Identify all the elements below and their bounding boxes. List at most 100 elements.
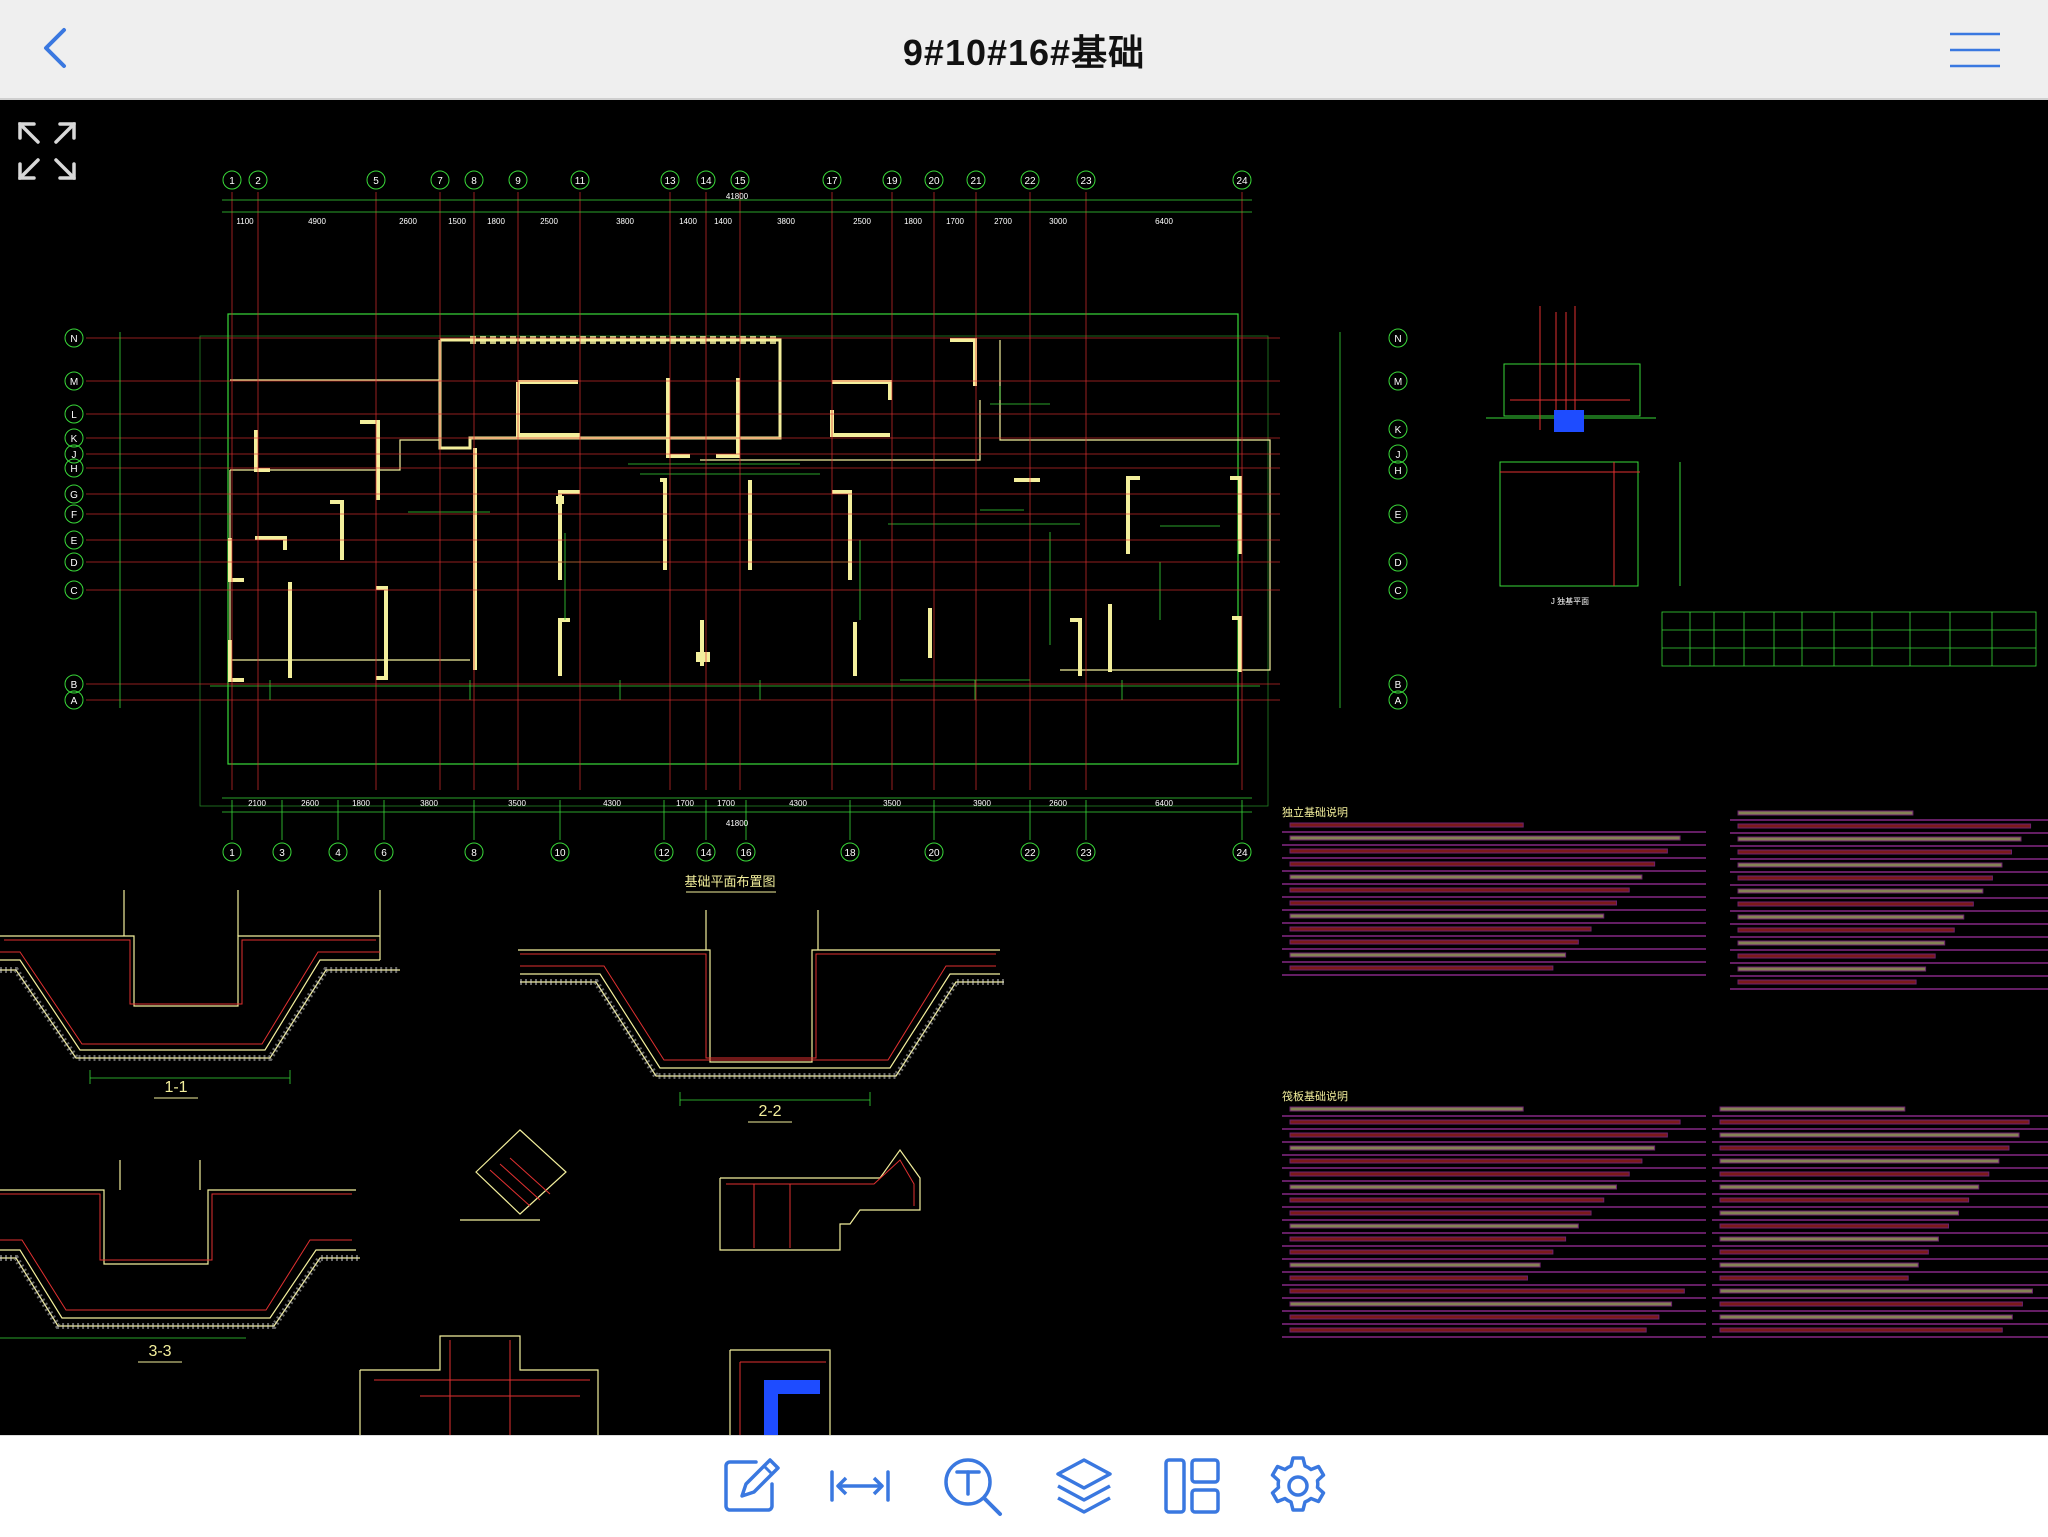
axis-label: 10: [554, 848, 566, 859]
axis-label: B: [71, 680, 78, 691]
axis-label: 20: [928, 848, 940, 859]
axis-bubble: [1388, 444, 1408, 464]
axis-bubble: [64, 690, 84, 710]
note-text-line: [1719, 1275, 1909, 1281]
note-text-line: [1289, 965, 1554, 971]
annotate-tool-button[interactable]: [718, 1454, 782, 1518]
note-text-line: [1737, 862, 2003, 868]
axis-bubble: [366, 170, 386, 190]
text-search-button[interactable]: [940, 1454, 1004, 1518]
dimension-text: 2700: [994, 217, 1012, 226]
axis-label: 18: [844, 848, 856, 859]
note-text-line: [1289, 926, 1592, 932]
axis-label: 11: [575, 176, 586, 187]
note-text-line: [1719, 1223, 1949, 1229]
fullscreen-expand-icon: [18, 122, 76, 180]
back-button[interactable]: [30, 20, 86, 76]
dimension-text: 3500: [508, 799, 526, 808]
axis-label: F: [71, 510, 77, 521]
dimension-text: 6400: [1155, 799, 1173, 808]
axis-label: K: [71, 434, 78, 445]
axis-bubble: [840, 842, 860, 862]
axis-bubble: [64, 458, 84, 478]
dimension-text: 1700: [676, 799, 694, 808]
layout-button[interactable]: [1160, 1454, 1224, 1518]
note-text-line: [1719, 1314, 2013, 1320]
dimension-text: 1700: [717, 799, 735, 808]
axis-label: 22: [1024, 176, 1036, 187]
note-text-line: [1719, 1288, 2033, 1294]
note-text-line: [1289, 1262, 1541, 1268]
measure-distance-icon: [830, 1470, 890, 1502]
note-text-line: [1719, 1197, 1970, 1203]
axis-label: 16: [740, 848, 752, 859]
note-text-line: [1737, 914, 1965, 920]
settings-button[interactable]: [1266, 1454, 1330, 1518]
section-label: 3-3: [148, 1343, 171, 1360]
axis-label: 3: [279, 848, 285, 859]
note-text-line: [1719, 1106, 1906, 1112]
axis-label: L: [71, 410, 77, 421]
axis-bubble: [464, 170, 484, 190]
axis-bubble: [660, 170, 680, 190]
dimension-text: 1100: [236, 217, 254, 226]
dimension-text: 3500: [883, 799, 901, 808]
note-text-line: [1289, 1301, 1673, 1307]
layout-panels-icon: [1164, 1458, 1220, 1514]
axis-bubble: [1388, 674, 1408, 694]
dimension-text: 1500: [448, 217, 466, 226]
note-text-line: [1289, 1249, 1554, 1255]
note-text-line: [1289, 952, 1567, 958]
layers-button[interactable]: [1052, 1454, 1116, 1518]
note-text-line: [1719, 1210, 1960, 1216]
axis-bubble: [570, 170, 590, 190]
note-text-line: [1289, 835, 1681, 841]
note-text-line: [1289, 1145, 1656, 1151]
dimension-text: 2600: [301, 799, 319, 808]
dimension-text: 2500: [540, 217, 558, 226]
dimension-text: 1700: [946, 217, 964, 226]
axis-label: 23: [1080, 176, 1092, 187]
menu-button[interactable]: [1948, 30, 2002, 70]
axis-bubble: [508, 170, 528, 190]
section-label: 2-2: [758, 1103, 781, 1120]
axis-label: J: [1396, 450, 1401, 461]
axis-label: K: [1395, 425, 1402, 436]
dimension-text: 3800: [777, 217, 795, 226]
axis-bubble: [248, 170, 268, 190]
navigation-bar: 9#10#16#基础: [0, 0, 2048, 100]
fullscreen-button[interactable]: [14, 118, 80, 184]
plan-title: 基础平面布置图: [684, 874, 775, 889]
note-text-line: [1719, 1158, 2000, 1164]
dimension-text: 1800: [352, 799, 370, 808]
axis-bubble: [430, 170, 450, 190]
note-text-line: [1289, 1210, 1592, 1216]
axis-bubble: [64, 328, 84, 348]
axis-label: 24: [1236, 848, 1248, 859]
axis-label: 9: [515, 176, 521, 187]
axis-label: C: [70, 586, 77, 597]
detail-label: J 独基平面: [1551, 596, 1589, 606]
axis-label: A: [71, 696, 78, 707]
measure-tool-button[interactable]: [828, 1454, 892, 1518]
dimension-text: 3900: [973, 799, 991, 808]
notes-title: 独立基础说明: [1282, 805, 1348, 819]
note-text-line: [1289, 874, 1643, 880]
note-text-line: [1719, 1236, 1939, 1242]
dimension-text: 2600: [1049, 799, 1067, 808]
note-text-line: [1737, 888, 1984, 894]
axis-bubble: [1388, 690, 1408, 710]
axis-label: N: [70, 334, 77, 345]
dimension-text: 2600: [399, 217, 417, 226]
dimension-text: 1800: [487, 217, 505, 226]
note-text-line: [1719, 1262, 1919, 1268]
note-text-line: [1737, 810, 1914, 816]
axis-bubble: [1020, 842, 1040, 862]
axis-label: 13: [664, 176, 676, 187]
note-text-line: [1719, 1145, 2010, 1151]
axis-bubble: [64, 444, 84, 464]
note-text-line: [1289, 1184, 1617, 1190]
axis-label: 23: [1080, 848, 1092, 859]
axis-label: 1: [229, 848, 235, 859]
